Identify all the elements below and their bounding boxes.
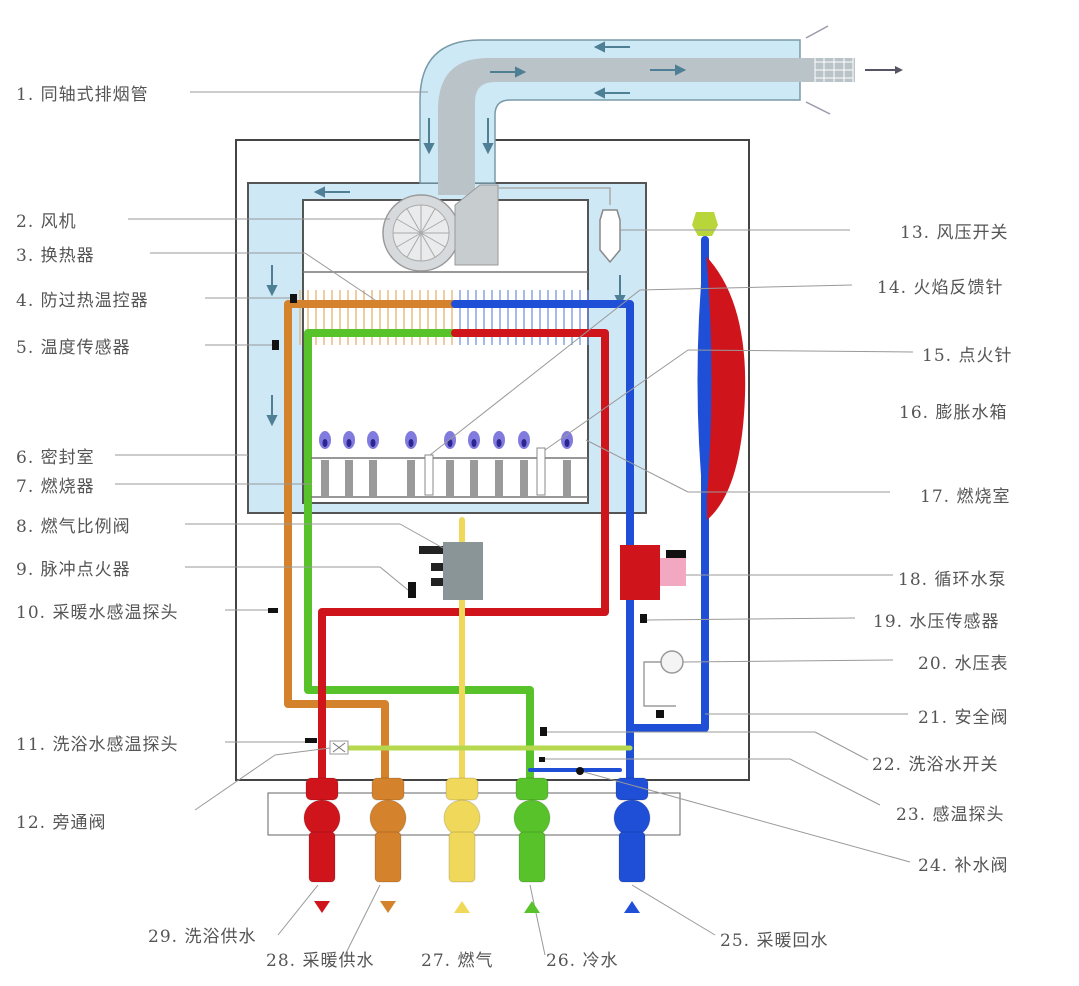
temp-probe-23: [539, 757, 545, 762]
arrow-up-icon: [454, 901, 470, 913]
dhw-temp-probe: [305, 738, 317, 743]
dhw-supply-pipe: [318, 329, 609, 789]
fan-blade: [420, 232, 446, 248]
fan: [382, 184, 499, 272]
heating-temp-probe: [268, 608, 278, 613]
expansion-tank: [697, 240, 746, 520]
burner: [343, 431, 355, 496]
label-right-19: 19. 水压传感器: [873, 612, 1000, 632]
heating-supply-pipe: [284, 300, 459, 789]
fan-blade: [420, 232, 436, 258]
label-right-23: 23. 感温探头: [896, 805, 1005, 825]
label-left-12: 12. 旁通阀: [16, 813, 107, 833]
label-bottom-29: 29. 洗浴供水: [148, 927, 257, 947]
label-left-3: 3. 换热器: [16, 246, 95, 266]
fan-blade: [406, 232, 422, 258]
temp-sensor: [272, 340, 279, 350]
arrow-down-icon: [314, 901, 330, 913]
label-left-5: 5. 温度传感器: [16, 338, 131, 358]
pulse-igniter: [408, 582, 416, 598]
label-right-18: 18. 循环水泵: [898, 570, 1007, 590]
fan-blade: [420, 208, 436, 234]
label-right-24: 24. 补水阀: [918, 856, 1009, 876]
label-bottom-27: 27. 燃气: [421, 951, 494, 971]
label-bottom-25: 25. 采暖回水: [720, 931, 829, 951]
label-left-6: 6. 密封室: [16, 448, 95, 468]
burner: [468, 431, 480, 496]
circulation-pump: [620, 545, 660, 600]
burner: [561, 431, 573, 496]
label-left-7: 7. 燃烧器: [16, 477, 95, 497]
safety-valve: [656, 710, 664, 718]
connector-2: [369, 777, 407, 883]
label-left-9: 9. 脉冲点火器: [16, 560, 131, 580]
label-left-1: 1. 同轴式排烟管: [16, 85, 149, 105]
label-right-14: 14. 火焰反馈针: [877, 278, 1004, 298]
label-right-20: 20. 水压表: [918, 654, 1009, 674]
pump-head: [660, 558, 686, 586]
valve-connector-3: [431, 578, 443, 586]
label-right-22: 22. 洗浴水开关: [872, 755, 999, 775]
connector-1: [303, 777, 341, 883]
heating-return-top-pipe: [451, 300, 634, 789]
pressure-sensor: [640, 614, 647, 623]
fan-blade: [420, 218, 446, 234]
sensors: [268, 294, 647, 775]
label-bottom-28: 28. 采暖供水: [266, 951, 375, 971]
flow-direction-markers: [314, 901, 640, 913]
burner: [518, 431, 530, 496]
label-left-11: 11. 洗浴水感温探头: [16, 735, 179, 755]
valve-connector-2: [431, 563, 443, 571]
label-bottom-26: 26. 冷水: [546, 951, 619, 971]
air-pressure-tube: [498, 187, 611, 205]
fan-blade: [396, 232, 422, 248]
fan-blade: [396, 218, 422, 234]
valve-connector-1: [419, 546, 443, 554]
ignition-electrode: [536, 447, 546, 496]
arrow-up-icon: [524, 901, 540, 913]
connector-5: [613, 777, 651, 883]
connector-3: [443, 777, 481, 883]
fan-blade: [406, 208, 422, 234]
burner: [493, 431, 505, 496]
label-right-21: 21. 安全阀: [918, 708, 1009, 728]
arrow-down-icon: [380, 901, 396, 913]
airflow-arrows: [266, 41, 687, 427]
dhw-flow-switch: [540, 727, 547, 736]
arrow-up-icon: [624, 901, 640, 913]
water-circuits: [284, 236, 709, 789]
label-right-16: 16. 膨胀水箱: [899, 403, 1008, 423]
pressure-gauge: [660, 650, 684, 674]
overheat-thermostat: [290, 294, 297, 303]
label-right-15: 15. 点火针: [922, 346, 1013, 366]
air-pressure-chamber: [599, 209, 621, 264]
connector-4: [513, 777, 551, 883]
label-left-8: 8. 燃气比例阀: [16, 517, 131, 537]
pipe-connectors: [303, 777, 651, 883]
label-right-13: 13. 风压开关: [900, 223, 1009, 243]
label-left-4: 4. 防过热温控器: [16, 291, 149, 311]
label-left-2: 2. 风机: [16, 212, 77, 232]
label-right-17: 17. 燃烧室: [920, 487, 1011, 507]
burner: [444, 431, 456, 496]
burner: [367, 431, 379, 496]
flame-sense-electrode: [424, 454, 434, 496]
burner-row: [319, 431, 573, 496]
burner: [319, 431, 331, 496]
label-left-10: 10. 采暖水感温探头: [16, 603, 179, 623]
gas-proportional-valve: [443, 542, 483, 600]
cold-water-pipe: [304, 329, 534, 789]
fill-valve: [576, 767, 584, 775]
leader-lines: [115, 91, 914, 956]
burner: [405, 431, 417, 496]
